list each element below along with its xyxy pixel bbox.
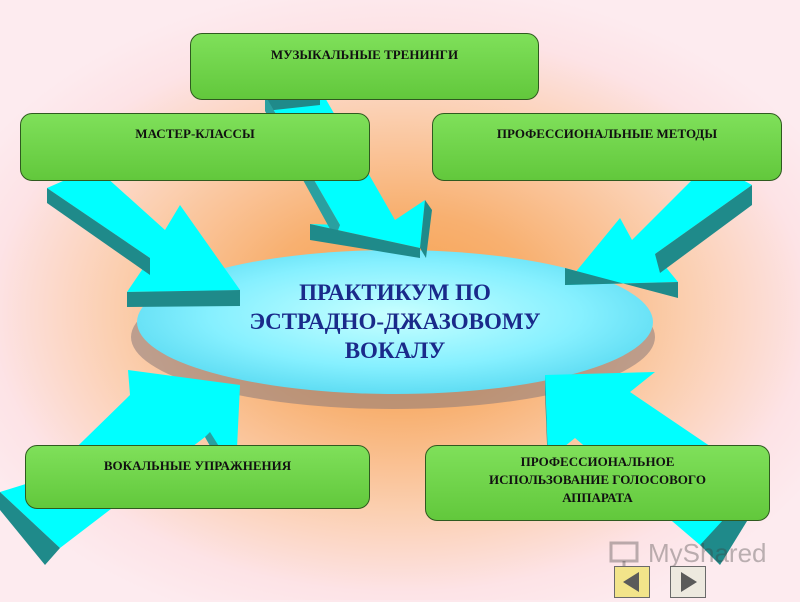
box-vocal-exercises-line: ВОКАЛЬНЫЕ УПРАЖНЕНИЯ: [103, 458, 292, 473]
box-music-trainings-line: МУЗЫКАЛЬНЫЕ ТРЕНИНГИ: [270, 47, 459, 62]
box-vocal-exercises: ВОКАЛЬНЫЕ УПРАЖНЕНИЯ: [25, 445, 370, 509]
center-ellipse: [137, 250, 653, 394]
center-title: ПРАКТИКУМ ПО ЭСТРАДНО-ДЖАЗОВОМУ ВОКАЛУ: [180, 278, 610, 365]
arrow-left-top: [47, 167, 240, 307]
box-voice-apparatus-line-2: ИСПОЛЬЗОВАНИЕ ГОЛОСОВОГО: [489, 472, 706, 487]
box-master-classes: МАСТЕР-КЛАССЫ: [20, 113, 370, 181]
triangle-left-icon: [623, 572, 639, 592]
box-voice-apparatus-line-1: ПРОФЕССИОНАЛЬНОЕ: [520, 454, 675, 469]
triangle-right-icon: [681, 572, 697, 592]
box-professional-methods: ПРОФЕССИОНАЛЬНЫЕ МЕТОДЫ: [432, 113, 782, 181]
box-professional-methods-line: ПРОФЕССИОНАЛЬНЫЕ МЕТОДЫ: [496, 126, 718, 141]
box-voice-apparatus-line-3: АППАРАТА: [562, 490, 633, 505]
box-master-classes-line: МАСТЕР-КЛАССЫ: [135, 126, 255, 141]
center-title-line-1: ПРАКТИКУМ ПО: [299, 280, 491, 305]
watermark-text: MyShared: [648, 538, 767, 568]
center-title-line-2: ЭСТРАДНО-ДЖАЗОВОМУ: [249, 309, 541, 334]
box-music-trainings: МУЗЫКАЛЬНЫЕ ТРЕНИНГИ: [190, 33, 539, 100]
box-voice-apparatus: ПРОФЕССИОНАЛЬНОЕ ИСПОЛЬЗОВАНИЕ ГОЛОСОВОГ…: [425, 445, 770, 521]
arrow-right-top: [565, 162, 752, 298]
next-slide-button[interactable]: [670, 566, 706, 598]
center-title-line-3: ВОКАЛУ: [344, 338, 446, 363]
previous-slide-button[interactable]: [614, 566, 650, 598]
